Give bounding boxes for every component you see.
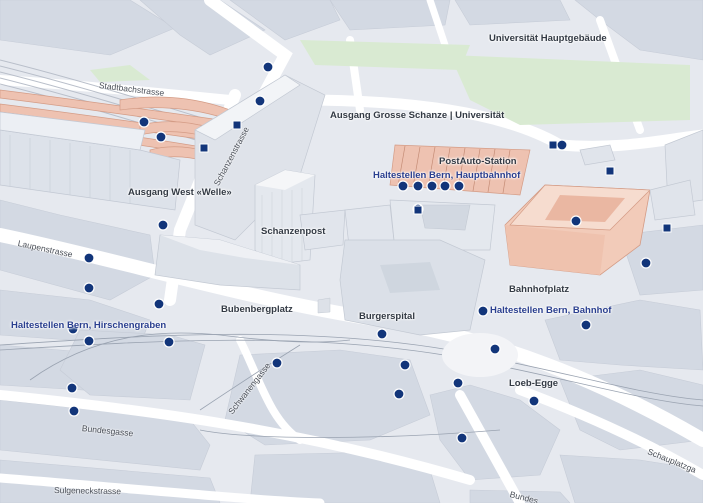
stop-marker[interactable] [153, 298, 165, 310]
label-stop-bahnhof: Haltestellen Bern, Bahnhof [490, 305, 612, 316]
label-loeb-egge: Loeb-Egge [509, 378, 559, 389]
postauto-roof-lines [397, 145, 511, 194]
stop-marker[interactable] [66, 382, 78, 394]
stop-marker[interactable] [83, 282, 95, 294]
stop-marker[interactable] [163, 336, 175, 348]
stop-marker[interactable] [477, 305, 489, 317]
schanzen-buildings [154, 74, 346, 291]
label-burgerspital: Burgerspital [359, 311, 415, 322]
entrance-marker[interactable] [662, 223, 672, 233]
tram-tracks [0, 332, 703, 438]
label-bahnhofplatz: Bahnhofplatz [509, 284, 570, 295]
stop-marker[interactable] [489, 343, 501, 355]
stop-marker[interactable] [556, 139, 568, 151]
label-postauto-station: PostAuto-Station [439, 156, 517, 167]
stop-marker[interactable] [570, 215, 582, 227]
stop-marker[interactable] [83, 252, 95, 264]
stop-marker[interactable] [426, 180, 438, 192]
stop-marker[interactable] [138, 116, 150, 128]
entrance-marker[interactable] [413, 205, 423, 215]
stop-marker[interactable] [376, 328, 388, 340]
stop-marker[interactable] [155, 131, 167, 143]
stop-marker[interactable] [452, 377, 464, 389]
stop-marker[interactable] [453, 180, 465, 192]
stop-marker[interactable] [399, 359, 411, 371]
label-ausgang-grosse-schanze: Ausgang Grosse Schanze | Universität [330, 110, 505, 121]
stop-marker[interactable] [157, 219, 169, 231]
stop-marker[interactable] [439, 180, 451, 192]
stop-marker[interactable] [254, 95, 266, 107]
highlighted-building [504, 184, 651, 276]
central-buildings [317, 199, 496, 336]
entrance-marker[interactable] [232, 120, 242, 130]
label-bubenbergplatz: Bubenbergplatz [221, 304, 293, 315]
entrance-marker[interactable] [199, 143, 209, 153]
stop-marker[interactable] [67, 323, 79, 335]
stop-marker[interactable] [456, 432, 468, 444]
plaza [442, 333, 518, 377]
stop-marker[interactable] [262, 61, 274, 73]
entrance-marker[interactable] [548, 140, 558, 150]
stop-marker[interactable] [68, 405, 80, 417]
entrance-marker[interactable] [605, 166, 615, 176]
stop-marker[interactable] [83, 335, 95, 347]
stop-marker[interactable] [412, 180, 424, 192]
label-ausgang-west: Ausgang West «Welle» [128, 187, 232, 198]
stop-marker[interactable] [640, 257, 652, 269]
label-stop-hauptbahnhof: Haltestellen Bern, Hauptbahnhof [373, 170, 521, 181]
label-schanzenpost: Schanzenpost [261, 226, 326, 237]
stop-marker[interactable] [528, 395, 540, 407]
street-sulgeneckstrasse: Sulgeneckstrasse [53, 485, 122, 497]
stop-marker[interactable] [271, 357, 283, 369]
stop-marker[interactable] [393, 388, 405, 400]
stop-marker[interactable] [580, 319, 592, 331]
label-universitaet: Universität Hauptgebäude [489, 33, 607, 44]
east-buildings [579, 129, 703, 221]
station-hall [0, 111, 181, 211]
stop-marker[interactable] [397, 180, 409, 192]
label-stop-hirschengraben: Haltestellen Bern, Hirschengraben [11, 320, 167, 331]
